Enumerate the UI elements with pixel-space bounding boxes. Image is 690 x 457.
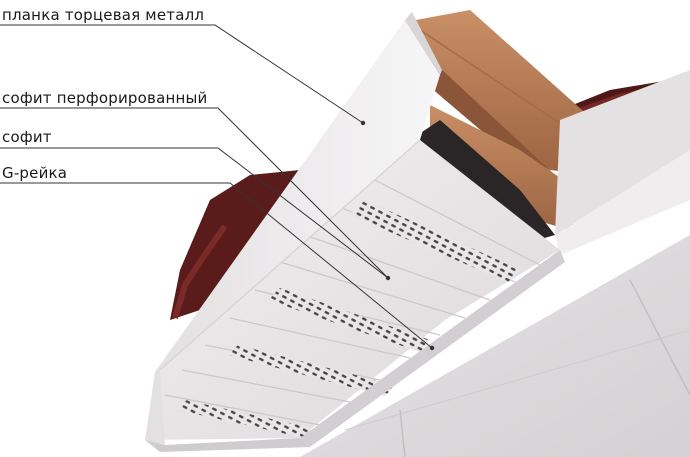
leader-line-2 (0, 147, 389, 279)
leader-line-3 (0, 182, 433, 349)
leader-lines (0, 24, 433, 349)
leader-point-3 (429, 345, 435, 351)
leader-point-1 (385, 275, 391, 281)
perforated-strip-1 (350, 200, 520, 282)
leader-points (360, 120, 435, 351)
wall (300, 235, 690, 457)
cavity (410, 120, 555, 245)
wall-trim (555, 150, 690, 255)
leader-line-0 (0, 24, 364, 124)
wall-trim-top (555, 70, 690, 235)
perforated-strip-3 (228, 345, 395, 396)
fascia-board (145, 12, 442, 452)
label-g-rail: G-рейка (2, 164, 68, 182)
label-fascia-metal-trim: планка торцевая металл (2, 6, 205, 24)
soffit-panel (150, 140, 560, 440)
leader-point-0 (360, 120, 366, 126)
perforated-strip-2 (268, 288, 430, 352)
label-perforated-soffit: софит перфорированный (2, 89, 208, 107)
perforated-strip-4 (178, 400, 312, 438)
label-soffit: софит (2, 128, 52, 146)
leader-line-1 (0, 107, 389, 279)
